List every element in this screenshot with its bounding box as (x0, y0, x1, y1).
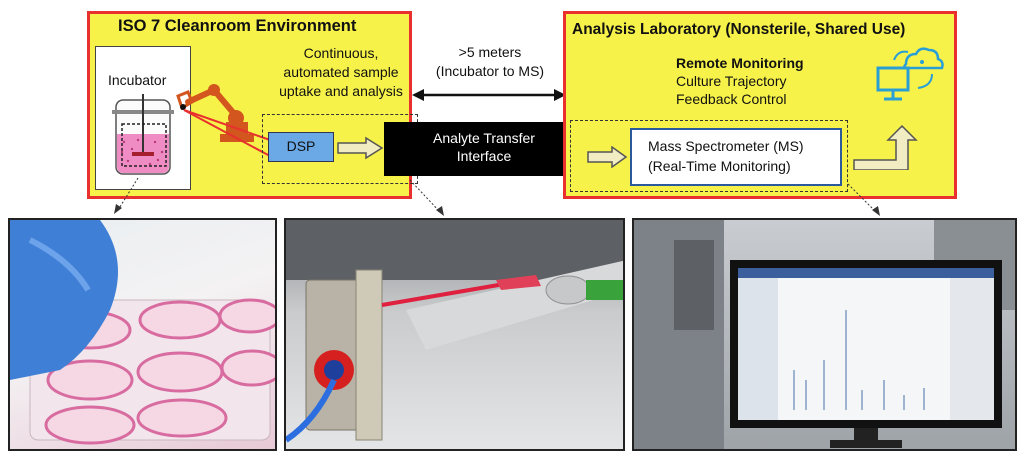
interface-line-2: Interface (456, 148, 512, 164)
photo-pointer-lines (114, 177, 880, 216)
arm-to-dsp-lines (183, 109, 271, 157)
photo-mass-spectrometer (632, 218, 1017, 451)
remote-item-culture: Culture Trajectory (676, 73, 787, 89)
mass-spectrometer-box (630, 128, 842, 186)
cleanroom-title: ISO 7 Cleanroom Environment (118, 17, 357, 35)
feedback-arrow-icon (853, 124, 918, 170)
analysis-lab-title: Analysis Laboratory (Nonsterile, Shared … (572, 21, 906, 38)
distance-arrow-icon (412, 89, 566, 101)
process-line-2: automated sample (283, 64, 399, 80)
analyte-transfer-interface (384, 122, 584, 176)
ms-zone (570, 120, 848, 192)
ms-arrow-icon (587, 146, 628, 168)
distance-line-1: >5 meters (458, 44, 522, 60)
ms-line-1: Mass Spectrometer (MS) (648, 138, 804, 154)
remote-item-feedback: Feedback Control (676, 91, 787, 107)
dsp-label: DSP (286, 138, 316, 154)
incubator-label: Incubator (108, 72, 167, 88)
photo-transfer-interface (284, 218, 625, 451)
remote-monitoring-heading: Remote Monitoring (676, 55, 804, 71)
cloud-computer-icon (876, 47, 944, 101)
process-line-1: Continuous, (303, 45, 379, 61)
dsp-box (268, 132, 334, 162)
ms-line-2: (Real-Time Monitoring) (648, 158, 791, 174)
interface-line-1: Analyte Transfer (433, 130, 535, 146)
photo-well-plate (8, 218, 277, 451)
incubator-flask-icon (112, 94, 174, 175)
dsp-arrow-icon (337, 136, 384, 160)
process-line-3: uptake and analysis (279, 83, 403, 99)
distance-line-2: (Incubator to MS) (435, 63, 545, 79)
